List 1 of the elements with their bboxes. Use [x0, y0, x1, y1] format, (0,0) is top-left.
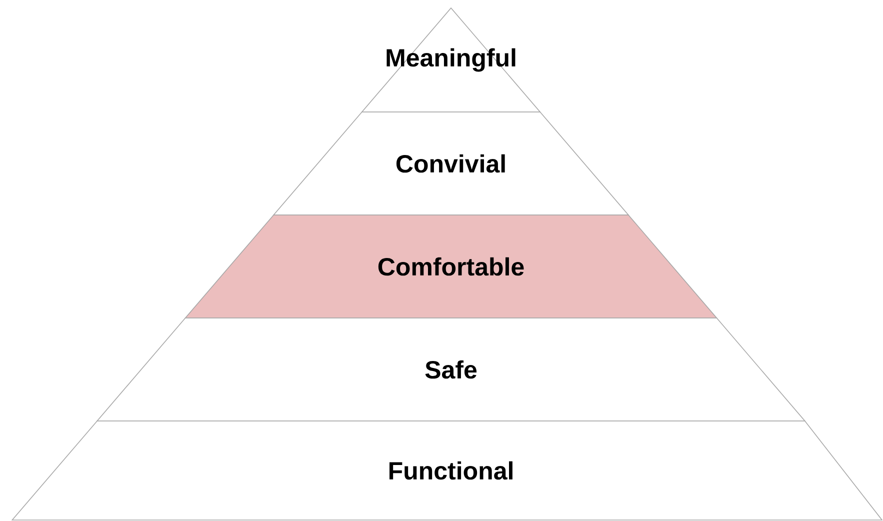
- node-label: Functional: [389, 461, 512, 480]
